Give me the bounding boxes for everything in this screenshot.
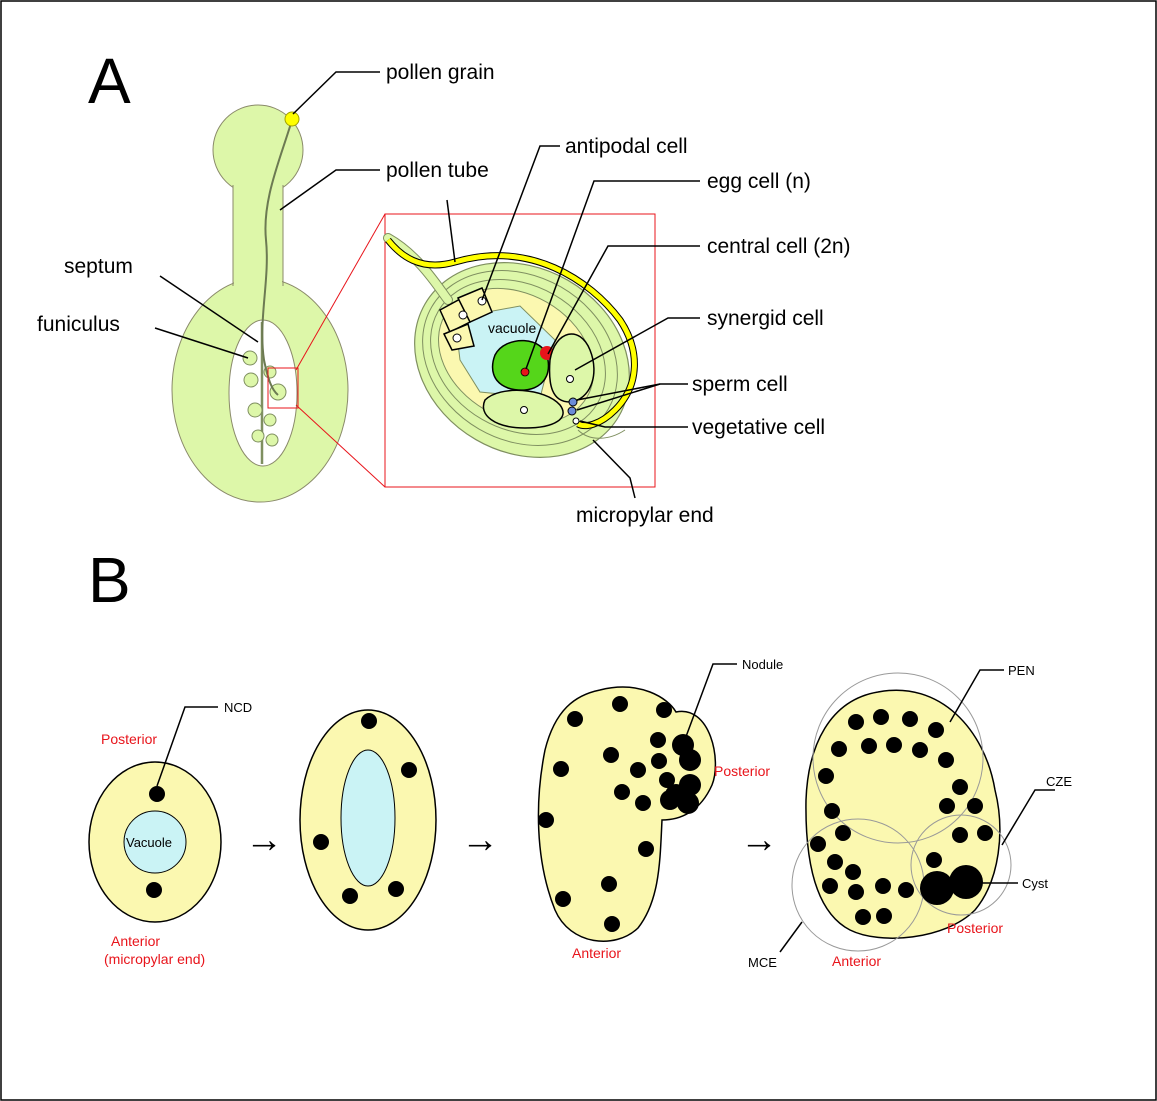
label-central-cell: central cell (2n) [707,235,851,258]
label-micropylar-end: micropylar end [576,504,714,527]
label-posterior-4: Posterior [947,920,1003,936]
label-posterior-1: Posterior [101,731,157,747]
panel-b-letter: B [88,544,131,616]
sperm-cell-2 [568,407,576,415]
label-pollen-grain: pollen grain [386,61,495,84]
label-cyst: Cyst [1022,876,1048,891]
label-antipodal-cell: antipodal cell [565,135,688,158]
arrow-1: → [245,819,283,861]
label-egg-cell: egg cell (n) [707,170,811,193]
label-pollen-tube: pollen tube [386,159,489,182]
label-cze: CZE [1046,774,1072,789]
label-sperm-cell: sperm cell [692,373,788,396]
label-micropylar-end-b: (micropylar end) [104,951,205,967]
label-anterior-3: Anterior [572,945,621,961]
label-pen: PEN [1008,663,1035,678]
arrow-2: → [461,819,499,861]
egg-cell [493,341,549,391]
label-posterior-3: Posterior [714,763,770,779]
label-funiculus: funiculus [37,313,120,336]
synergid-cell [550,334,594,402]
label-vegetative-cell: vegetative cell [692,416,825,439]
label-anterior-4: Anterior [832,953,881,969]
panel-a-letter: A [88,45,131,117]
label-synergid-cell: synergid cell [707,307,824,330]
vacuole-label-a: vacuole [488,320,536,336]
label-anterior-1: Anterior [111,933,160,949]
stage-2 [300,710,436,930]
vegetative-cell [573,418,579,424]
label-vacuole-b: Vacuole [126,835,172,850]
label-nodule: Nodule [742,657,783,672]
arrow-3: → [740,819,778,861]
label-ncd: NCD [224,700,252,715]
label-septum: septum [64,255,133,278]
pollen-grain [285,112,299,126]
sperm-cell-1 [569,398,577,406]
label-mce: MCE [748,955,777,970]
